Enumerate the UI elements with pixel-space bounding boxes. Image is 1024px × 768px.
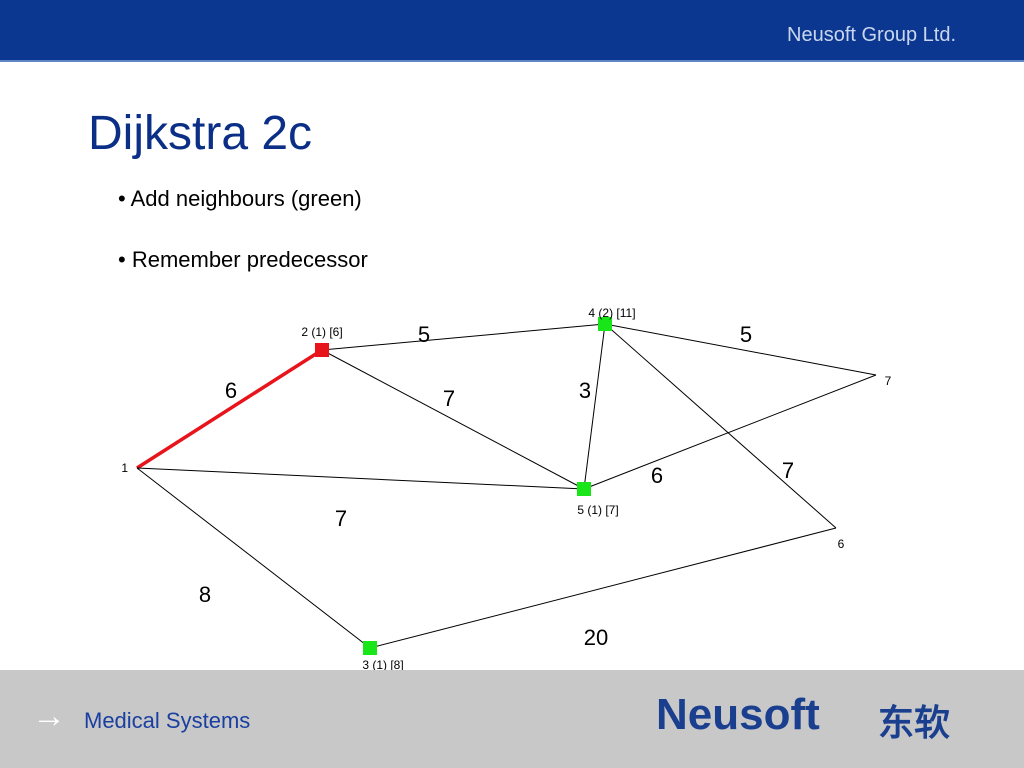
edge-4-7 [604,323,877,376]
edge-1-3 [136,467,371,649]
edge-weight-1-3: 8 [199,582,211,607]
edge-2-4 [321,323,606,351]
node-marker-2 [315,343,329,357]
header-bar: Neusoft Group Ltd. [0,0,1024,62]
edge-weight-4-6: 7 [782,458,794,483]
node-label-2: 2 (1) [6] [301,325,342,339]
edge-4-6 [604,323,837,529]
bullet-remember-predecessor: • Remember predecessor [118,247,368,272]
node-label-1: 1 [121,461,128,475]
neusoft-logo: Neusoft [656,690,820,739]
division-name: Medical Systems [84,708,251,733]
footer-bar: → Medical Systems Neusoft 东软 [0,670,1024,768]
neusoft-logo-cjk: 东软 [878,702,951,743]
edge-weight-5-7: 6 [651,463,663,488]
node-label-3: 3 (1) [8] [362,658,403,672]
bullet-add-neighbours: • Add neighbours (green) [118,186,362,211]
graph-nodes [315,317,612,655]
node-label-4: 4 (2) [11] [588,306,635,320]
edge-weight-1-5: 7 [335,506,347,531]
graph-labels: 6 5 7 7 8 3 5 7 6 20 1 2 (1) [6] 3 (1) [8] 4 (2) [11]… [121,306,891,672]
node-marker-5 [577,482,591,496]
edge-weight-2-4: 5 [418,322,430,347]
company-name: Neusoft Group Ltd. [787,24,956,46]
edge-2-5 [321,349,585,490]
edge-1-2 [136,348,323,470]
edge-weight-2-5: 7 [443,386,455,411]
edge-3-6 [369,527,837,649]
node-marker-3 [363,641,377,655]
node-label-5: 5 (1) [7] [577,503,618,517]
edge-weight-1-2: 6 [225,378,237,403]
edge-5-7 [583,374,877,490]
node-marker-4 [598,317,612,331]
graph-edges [136,323,877,649]
edge-1-5 [136,467,585,490]
node-label-7: 7 [885,374,892,388]
node-label-6: 6 [838,537,845,551]
edge-weight-4-5: 3 [579,378,591,403]
edge-weight-3-6: 20 [584,625,608,650]
edge-weight-4-7: 5 [740,322,752,347]
slide-title: Dijkstra 2c [88,107,313,160]
right-arrow-icon: → [32,697,66,735]
edge-4-5 [583,323,606,490]
